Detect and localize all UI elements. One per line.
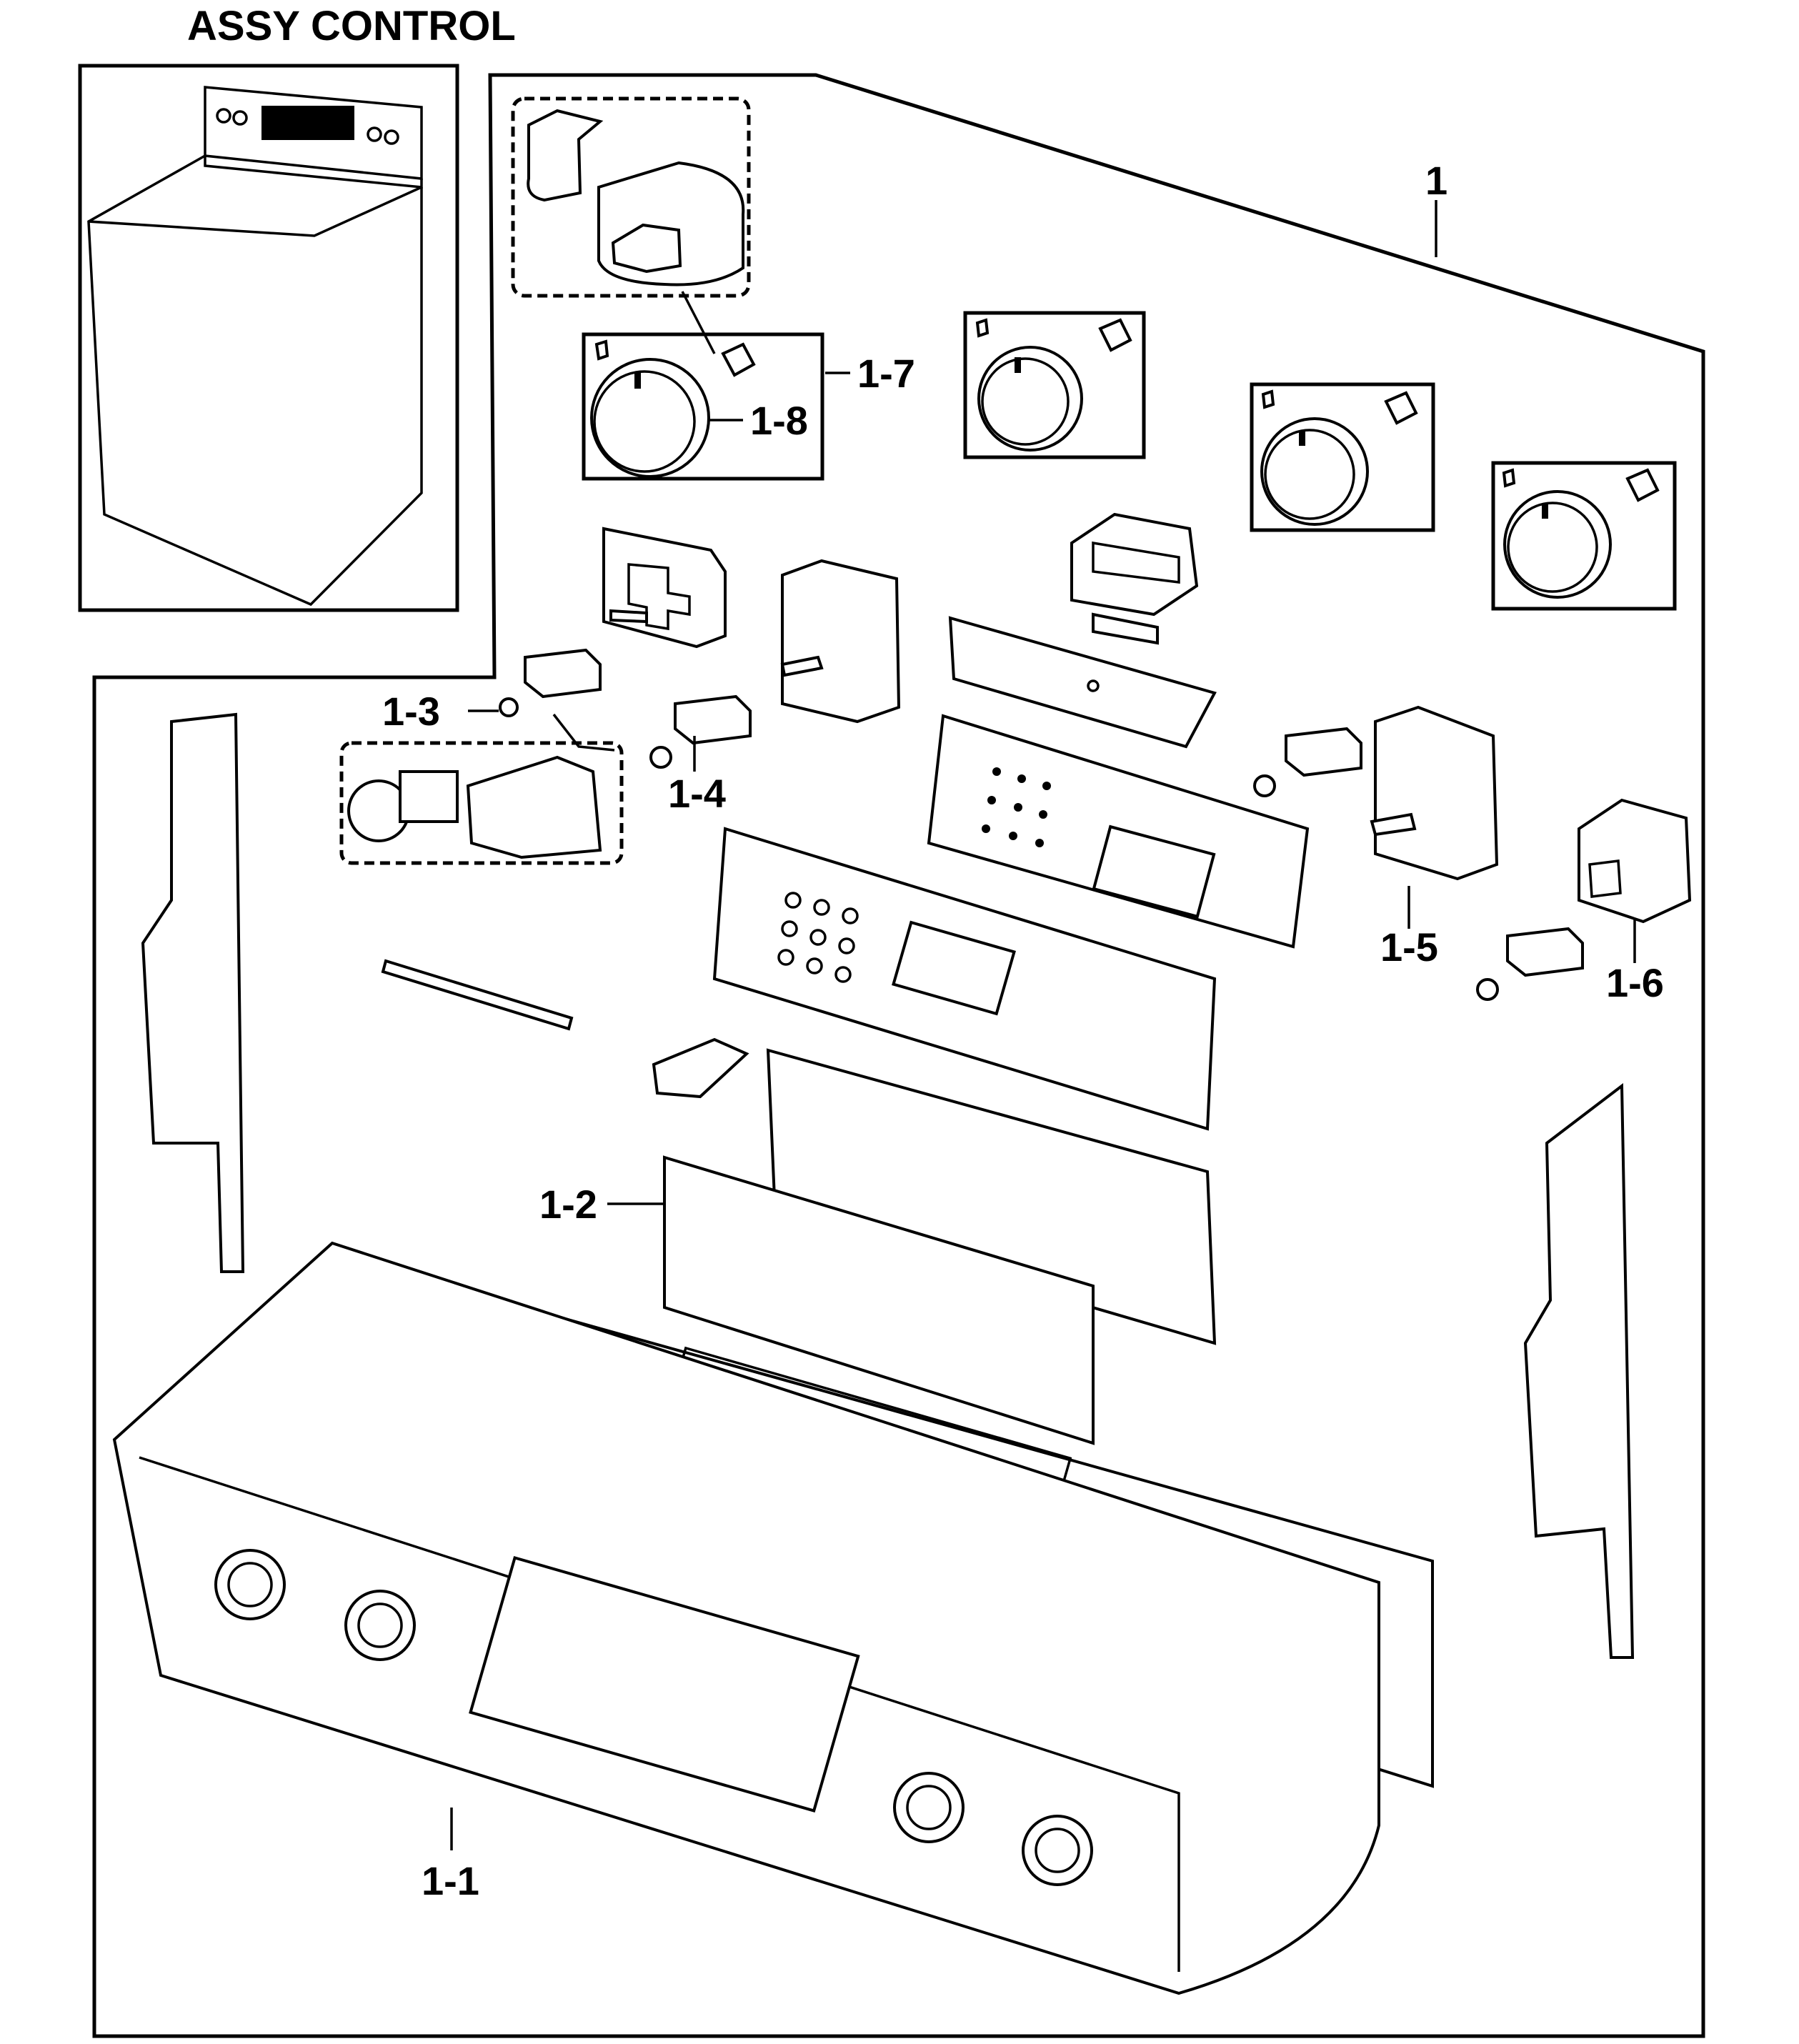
label-1-6: 1-6 xyxy=(1606,960,1664,1005)
label-1-2: 1-2 xyxy=(539,1182,597,1227)
side-bracket-left xyxy=(141,712,245,1273)
valve-far-right xyxy=(1476,798,1692,1001)
label-1: 1 xyxy=(1425,158,1447,203)
label-1-4: 1-4 xyxy=(668,771,726,816)
control-board xyxy=(712,827,1217,1131)
assembly-outline xyxy=(92,73,1705,2038)
label-1-8: 1-8 xyxy=(750,398,808,443)
display-frame xyxy=(766,1048,1217,1345)
valve-right xyxy=(1253,727,1362,797)
burner-switch-center xyxy=(780,559,901,724)
knob-detail-callout xyxy=(511,96,751,354)
label-1-3: 1-3 xyxy=(382,689,440,734)
label-1-5: 1-5 xyxy=(1380,924,1438,969)
transformer xyxy=(1070,512,1199,645)
burner-switch-right xyxy=(1370,705,1499,881)
label-1-7: 1-7 xyxy=(857,351,915,396)
side-bracket-right xyxy=(1523,1083,1635,1659)
diagram-title: ASSY CONTROL xyxy=(187,3,516,49)
burner-switch-left xyxy=(602,527,727,649)
overlay-1-2 xyxy=(663,1155,1095,1445)
valve-left xyxy=(339,648,624,865)
mounting-bracket xyxy=(948,616,1217,749)
small-bracket xyxy=(652,1037,749,1099)
display-pcb xyxy=(927,714,1310,949)
knob-3 xyxy=(1250,382,1435,532)
front-panel-1-1 xyxy=(112,1241,1380,1995)
label-1-1: 1-1 xyxy=(422,1858,479,1903)
range-overview-inset xyxy=(78,64,459,612)
rod xyxy=(381,959,574,1031)
valve-center xyxy=(649,694,752,769)
knob-1 xyxy=(582,332,824,481)
knob-2 xyxy=(963,311,1146,459)
knob-4 xyxy=(1491,461,1677,611)
